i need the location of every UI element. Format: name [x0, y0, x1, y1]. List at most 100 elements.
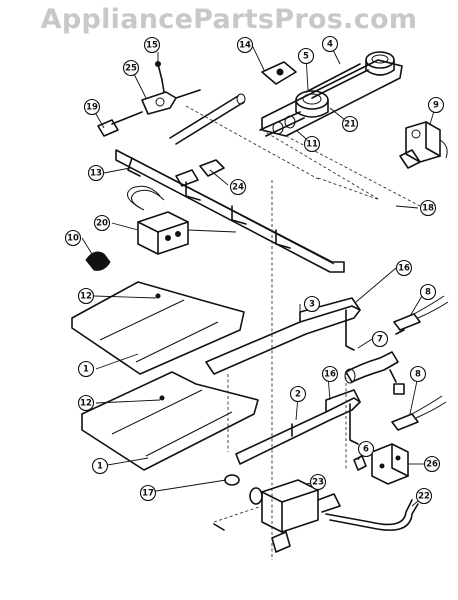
callout-label: 1 — [97, 462, 103, 472]
callout-circle — [77, 360, 95, 378]
callout-circle — [83, 98, 101, 116]
callout-circle — [93, 214, 111, 232]
callout-2: 2 — [289, 385, 307, 403]
callout-label: 9 — [433, 101, 439, 111]
callout-18: 18 — [419, 199, 437, 217]
burner-cap — [261, 61, 297, 85]
elbow-fitting — [344, 351, 399, 384]
callout-20: 20 — [93, 214, 111, 232]
spark-electrode — [97, 111, 143, 137]
callout-4: 4 — [321, 35, 339, 53]
callout-circle — [139, 484, 157, 502]
solenoid-valve — [249, 479, 341, 553]
callout-label: 3 — [309, 300, 315, 310]
dashed-guides-top — [185, 105, 381, 560]
burner-head-front — [295, 90, 329, 118]
callout-circle — [341, 115, 359, 133]
watermark-text: AppliancePartsPros.com — [40, 4, 418, 35]
valve-body — [141, 79, 201, 115]
callout-label: 16 — [398, 264, 410, 274]
callout-7: 7 — [371, 330, 389, 348]
callout-23: 23 — [309, 473, 327, 491]
callout-19: 19 — [83, 98, 101, 116]
spacer — [224, 474, 240, 486]
callout-circle — [371, 330, 389, 348]
callout-1: 1 — [77, 360, 95, 378]
callout-circle — [427, 96, 445, 114]
callout-circle — [395, 259, 413, 277]
gas-tube — [213, 499, 419, 531]
callout-1: 1 — [91, 457, 109, 475]
thermocouple-upper — [393, 295, 449, 335]
callout-circle — [64, 229, 82, 247]
callout-8: 8 — [419, 283, 437, 301]
callout-circle — [419, 199, 437, 217]
callout-label: 12 — [80, 292, 92, 302]
callout-circle — [77, 287, 95, 305]
callout-25: 25 — [122, 59, 140, 77]
callout-12: 12 — [77, 287, 95, 305]
callout-label: 8 — [415, 370, 421, 380]
callout-14: 14 — [236, 36, 254, 54]
callout-label: 8 — [425, 288, 431, 298]
callout-label: 20 — [96, 219, 108, 229]
callout-circle — [87, 164, 105, 182]
callout-circle — [297, 47, 315, 65]
callout-label: 25 — [125, 64, 137, 74]
callout-label: 12 — [80, 399, 92, 409]
callout-label: 6 — [363, 445, 369, 455]
callout-circle — [303, 295, 321, 313]
callout-10: 10 — [64, 229, 82, 247]
burner-base-plate — [261, 59, 421, 207]
ignition-module — [399, 121, 448, 169]
callout-label: 18 — [422, 204, 434, 214]
bracket-mid — [205, 297, 361, 375]
dashed-guides-bottom — [213, 372, 347, 523]
callout-3: 3 — [303, 295, 321, 313]
callout-circle — [77, 394, 95, 412]
callout-circle — [357, 440, 375, 458]
callout-circle — [321, 35, 339, 53]
bracket-lower — [235, 389, 361, 465]
burner-head-rear — [365, 51, 395, 76]
thermocouple-lower — [391, 383, 447, 431]
callout-26: 26 — [423, 455, 441, 473]
callout-circle — [289, 385, 307, 403]
callout-22: 22 — [415, 487, 433, 505]
drip-panel-upper — [71, 281, 245, 375]
mounting-bracket — [371, 443, 409, 485]
callout-circle — [303, 135, 321, 153]
callouts — [81, 43, 437, 507]
callout-label: 24 — [232, 183, 244, 193]
valve-connector — [175, 159, 225, 187]
callout-label: 10 — [67, 234, 79, 244]
callout-circle — [122, 59, 140, 77]
callout-label: 14 — [239, 41, 251, 51]
drip-panel-lower — [81, 371, 259, 471]
callout-16: 16 — [395, 259, 413, 277]
callout-label: 21 — [344, 120, 356, 130]
callout-13: 13 — [87, 164, 105, 182]
callout-15: 15 — [143, 36, 161, 54]
callout-label: 2 — [295, 390, 301, 400]
plug-fitting — [353, 455, 367, 471]
manifold-rail — [115, 149, 345, 273]
callout-8: 8 — [409, 365, 427, 383]
callout-6: 6 — [357, 440, 375, 458]
manifold-pipe — [169, 93, 246, 145]
callout-circle — [409, 365, 427, 383]
callout-16: 16 — [321, 365, 339, 383]
callout-5: 5 — [297, 47, 315, 65]
callout-label: 1 — [83, 365, 89, 375]
callout-circle — [415, 487, 433, 505]
callout-label: 5 — [303, 52, 309, 62]
callout-circle — [423, 455, 441, 473]
callout-17: 17 — [139, 484, 157, 502]
knob — [85, 251, 111, 271]
callout-label: 23 — [312, 478, 324, 488]
burner-tube — [259, 63, 369, 137]
callout-label: 16 — [324, 370, 336, 380]
callout-circle — [143, 36, 161, 54]
